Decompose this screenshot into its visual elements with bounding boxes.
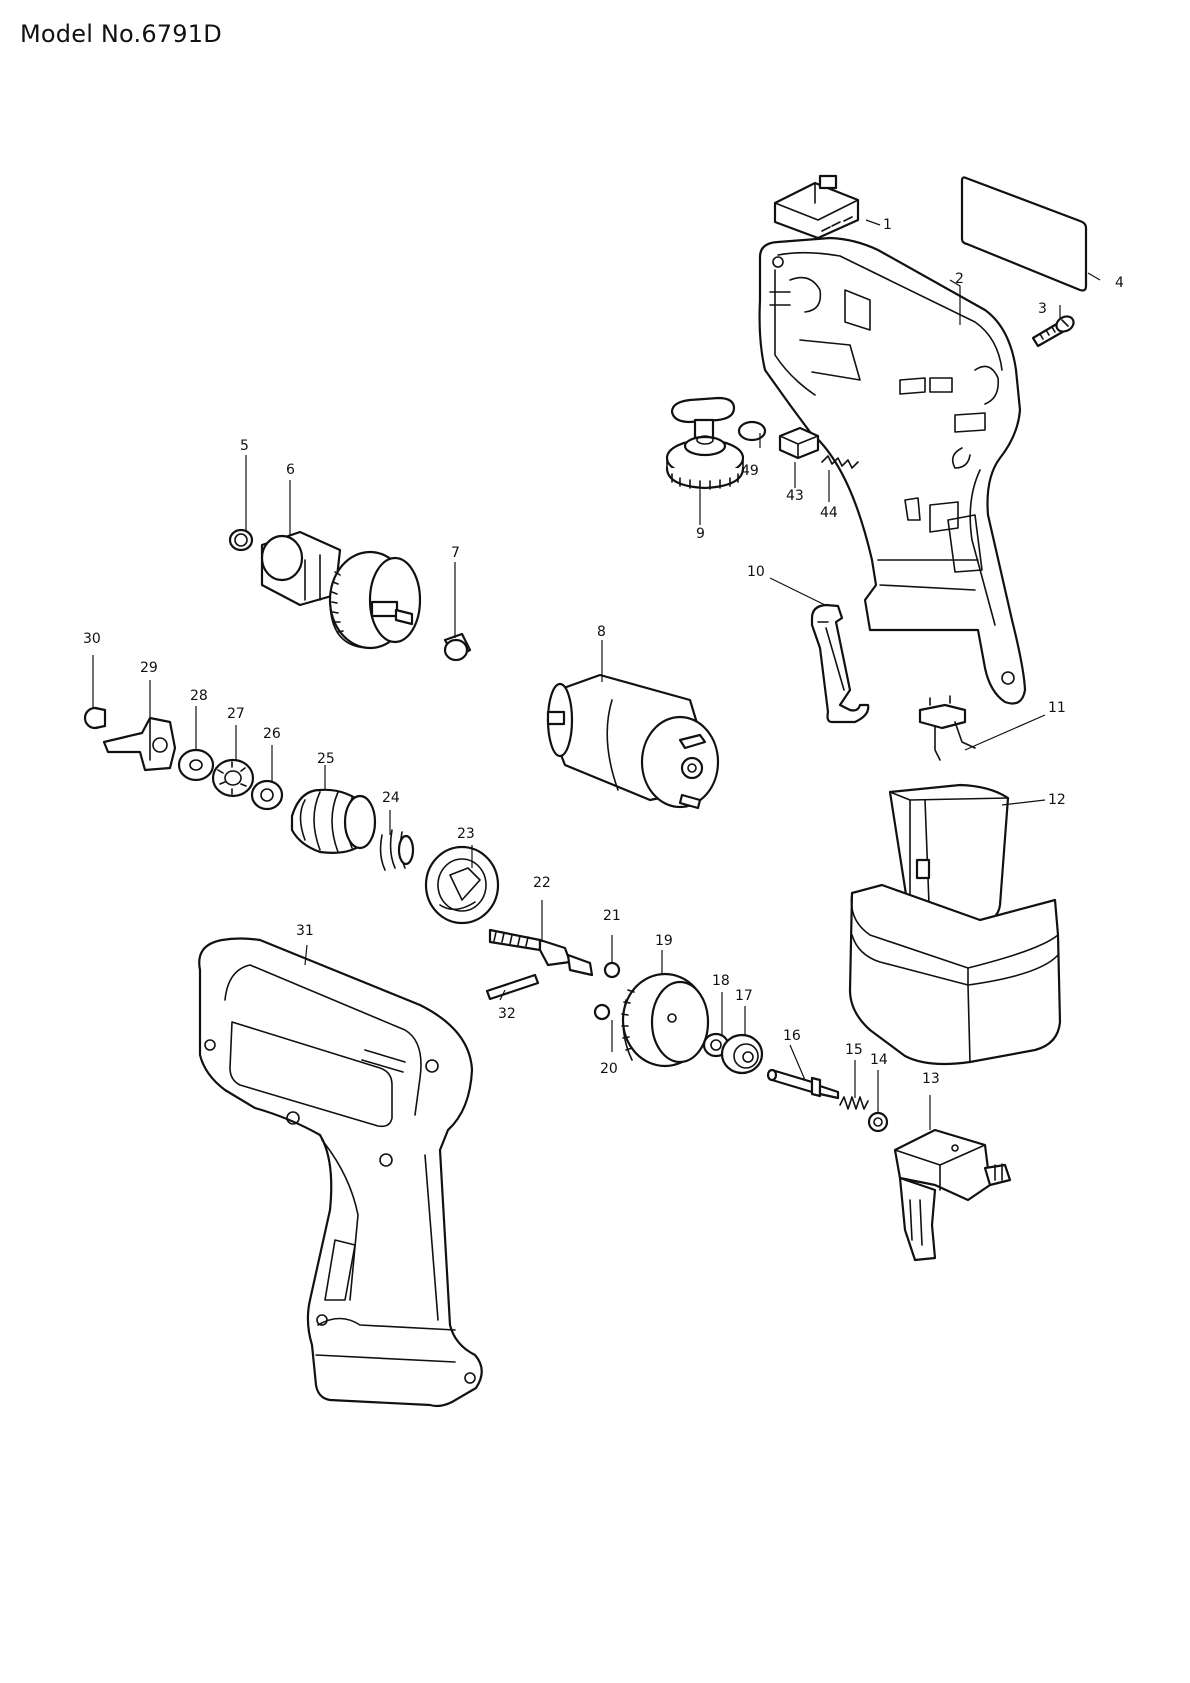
part-30-sleeve	[83, 706, 107, 730]
callout-1: 1	[883, 217, 892, 233]
part-5-ring	[228, 528, 254, 552]
callout-17: 17	[735, 988, 753, 1004]
callout-2: 2	[955, 271, 964, 287]
callout-49: 49	[741, 463, 759, 479]
part-11-contact	[918, 695, 976, 761]
part-43-block	[778, 426, 820, 460]
callout-27: 27	[227, 706, 245, 722]
callout-24: 24	[382, 790, 400, 806]
callout-22: 22	[533, 875, 551, 891]
part-26-ring	[250, 779, 284, 811]
part-49-small-disc	[737, 420, 767, 442]
callout-5: 5	[240, 438, 249, 454]
part-15-spring	[839, 1096, 869, 1110]
part-23-cam-plate	[424, 845, 500, 925]
part-44-spring	[821, 455, 859, 469]
part-1-terminal-block	[773, 174, 860, 240]
callout-6: 6	[286, 462, 295, 478]
callout-31: 31	[296, 923, 314, 939]
part-8-motor	[546, 673, 720, 810]
callout-13: 13	[922, 1071, 940, 1087]
callout-9: 9	[696, 526, 705, 542]
part-10-clip	[810, 603, 870, 724]
callout-15: 15	[845, 1042, 863, 1058]
part-3-screw	[1031, 315, 1075, 348]
callout-12: 12	[1048, 792, 1066, 808]
part-17-bearing	[720, 1033, 764, 1075]
part-27-gear-ring	[211, 758, 255, 798]
part-7-sleeve	[443, 632, 472, 662]
part-22-pinion-shaft	[488, 928, 594, 977]
part-29-bracket	[102, 716, 177, 772]
part-2-housing-half	[758, 236, 1027, 705]
callout-7: 7	[451, 545, 460, 561]
callout-labels: 1 2 3 4 5 6 7 8 9 10 11 12 13 14 15 16 1…	[83, 217, 1124, 1087]
part-25-cone-spring	[290, 788, 377, 854]
part-28-washer	[177, 748, 215, 782]
callout-8: 8	[597, 624, 606, 640]
leader-lines	[92, 219, 1101, 1130]
callout-29: 29	[140, 660, 158, 676]
callout-32: 32	[498, 1006, 516, 1022]
part-6-drive-gear	[260, 530, 422, 650]
callout-28: 28	[190, 688, 208, 704]
part-13-switch	[893, 1128, 1012, 1262]
callout-3: 3	[1038, 301, 1047, 317]
callout-4: 4	[1115, 275, 1124, 291]
callout-14: 14	[870, 1052, 888, 1068]
part-31-housing-half	[198, 937, 483, 1408]
part-24-spring	[379, 829, 415, 871]
callout-26: 26	[263, 726, 281, 742]
callout-18: 18	[712, 973, 730, 989]
part-16-spindle	[766, 1068, 840, 1100]
callout-10: 10	[747, 564, 765, 580]
callout-11: 11	[1048, 700, 1066, 716]
part-14-washer	[867, 1111, 889, 1133]
callout-16: 16	[783, 1028, 801, 1044]
callout-44: 44	[820, 505, 838, 521]
callout-20: 20	[600, 1061, 618, 1077]
callout-43: 43	[786, 488, 804, 504]
part-9-knob-gear	[665, 396, 745, 490]
part-12-battery-pack	[848, 783, 1062, 1066]
part-4-label-plate	[960, 176, 1088, 292]
part-21-ball	[603, 961, 621, 979]
model-title: Model No.6791D	[20, 20, 222, 48]
callout-21: 21	[603, 908, 621, 924]
callout-25: 25	[317, 751, 335, 767]
part-20-ball	[593, 1003, 611, 1021]
callout-30: 30	[83, 631, 101, 647]
callout-23: 23	[457, 826, 475, 842]
callout-19: 19	[655, 933, 673, 949]
part-32-pin	[485, 973, 540, 1001]
part-19-gear	[621, 972, 710, 1068]
